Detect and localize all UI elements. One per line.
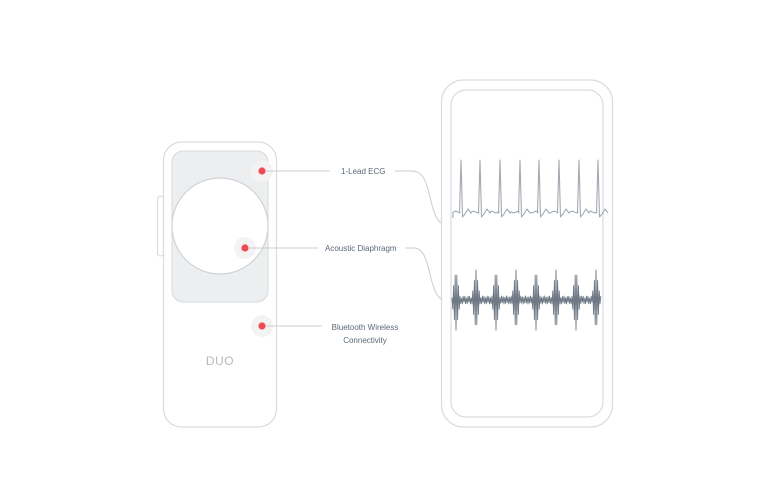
- ecg-marker-dot: [258, 167, 266, 175]
- diaphragm-marker-dot: [241, 244, 249, 252]
- bluetooth-label-line2: Connectivity: [343, 336, 387, 345]
- side-button: [156, 195, 165, 257]
- duo-device: DUO: [156, 141, 278, 428]
- ecg-marker: [251, 160, 273, 182]
- bluetooth-label-line1: Bluetooth Wireless: [332, 323, 399, 332]
- ecg-label: 1-Lead ECG: [341, 167, 385, 176]
- diaphragm-marker: [234, 237, 256, 259]
- ecg-waveform: [452, 159, 609, 218]
- diaphragm-label: Acoustic Diaphragm: [325, 244, 397, 253]
- phone-screen: [450, 89, 604, 418]
- device-brand-text: DUO: [206, 354, 234, 368]
- acoustic-diaphragm-circle: [171, 177, 269, 275]
- phone: [440, 79, 614, 428]
- bluetooth-marker-dot: [258, 322, 266, 330]
- bluetooth-marker: [251, 315, 273, 337]
- acoustic-waveform: [451, 269, 602, 331]
